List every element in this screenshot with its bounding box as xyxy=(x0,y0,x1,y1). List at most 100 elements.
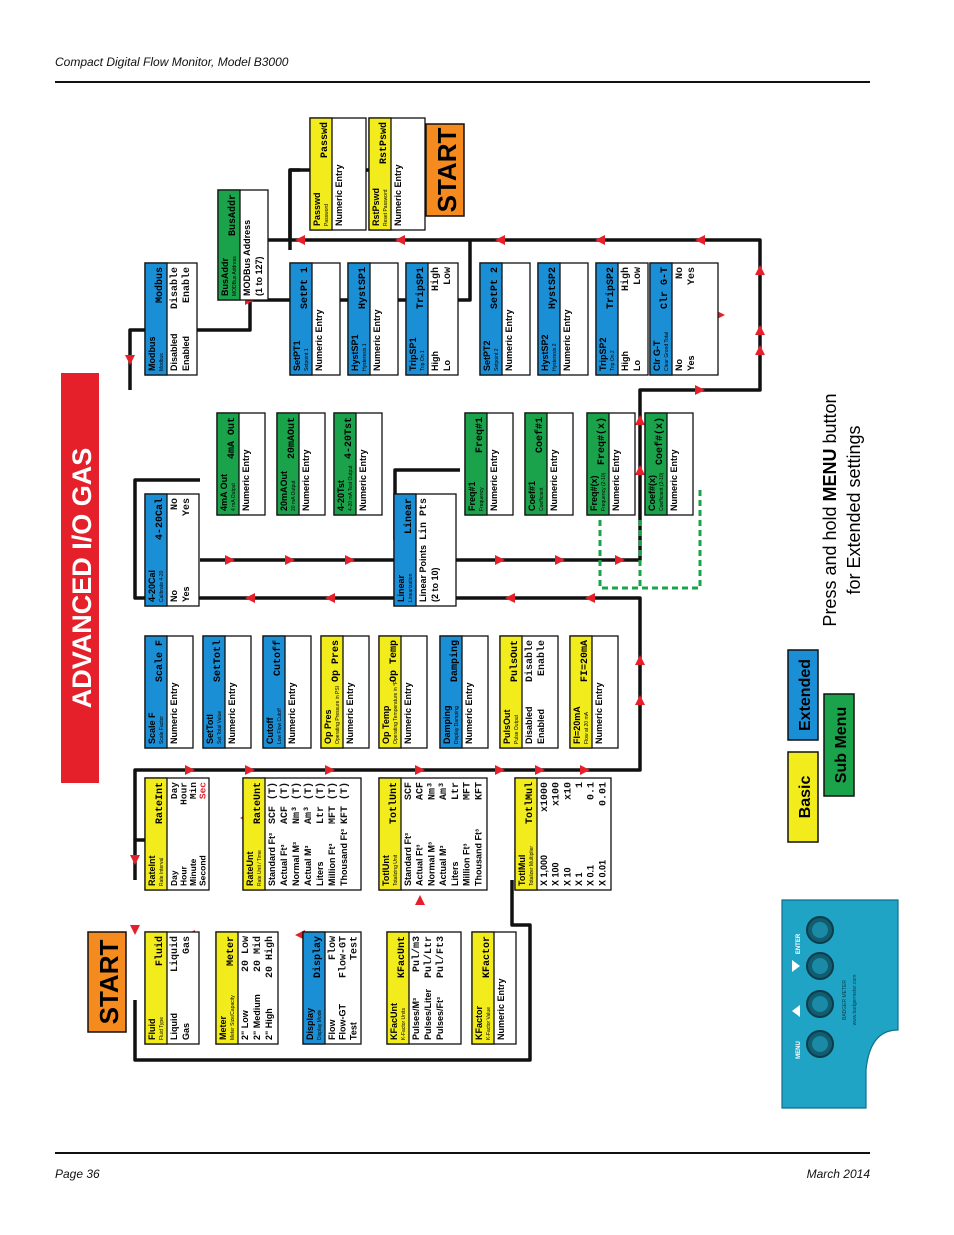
menu-node-header xyxy=(144,777,168,891)
menu-node-name: Scale F xyxy=(147,712,157,744)
menu-lcd-option: No xyxy=(170,498,181,510)
menu-node-name: Clr G-T xyxy=(652,340,662,371)
keypad-url: www.badgermeter.com xyxy=(852,975,858,1026)
menu-node-lcd-name: 4mA Out xyxy=(227,417,238,459)
menu-option: Disabled xyxy=(524,706,534,744)
menu-lcd-option: Enable xyxy=(181,267,193,303)
menu-node-lcd-name: Freq#1 xyxy=(475,417,486,453)
flow-arrow-23 xyxy=(635,465,645,475)
menu-option: Numeric Entry xyxy=(227,682,237,744)
menu-node-subtitle: 20 mA Output xyxy=(291,480,297,511)
menu-option: 2" High xyxy=(264,1008,274,1040)
menu-node-lcd-name: TotlMul xyxy=(524,782,536,824)
menu-lcd-option: Lin Pts xyxy=(418,498,430,540)
menu-node-lcd-name: Coef#1 xyxy=(534,417,546,453)
flow-arrow-32 xyxy=(295,235,305,245)
menu-node-name: 20mAOut xyxy=(279,471,289,511)
menu-lcd-option: High xyxy=(430,267,442,291)
menu-option: Standard Ft³ xyxy=(267,833,277,886)
keypad-enter-label: ENTER xyxy=(796,933,802,954)
menu-node-name: RateUnt xyxy=(245,851,255,886)
menu-option: Numeric Entry xyxy=(301,449,311,511)
menu-lcd-option: Disable xyxy=(524,640,536,682)
menu-option: Numeric Entry xyxy=(393,164,403,226)
menu-option: X 1,000 xyxy=(539,855,549,886)
connector-line-0 xyxy=(133,880,532,1062)
menu-node-header xyxy=(276,412,300,516)
flow-arrow-11 xyxy=(505,593,515,603)
menu-node-subtitle: Display Damping xyxy=(454,706,460,744)
menu-node-lcd-name: HystSP1 xyxy=(358,267,369,309)
title-banner: ADVANCED I/O GAS xyxy=(61,373,99,783)
menu-node-header xyxy=(386,931,410,1045)
menu-lcd-option: MFT (T) xyxy=(327,782,339,824)
menu-node-subtitle: 4-20 mA Test Output xyxy=(348,465,354,511)
legend-basic-label: Basic xyxy=(797,776,814,819)
menu-node-name: Cutoff xyxy=(265,717,275,744)
flow-arrow-9 xyxy=(635,655,645,665)
flow-arrow-29 xyxy=(595,235,605,245)
menu-node-lcd-name: TripSP2 xyxy=(605,267,617,309)
menu-node-lcd-name: Modbus xyxy=(154,267,166,303)
flow-arrow-7 xyxy=(580,765,590,775)
flow-arrow-16 xyxy=(225,555,235,565)
menu-node-subtitle: Totalizer Multiplier xyxy=(529,846,535,886)
menu-lcd-option: Min xyxy=(188,782,199,799)
flow-arrow-26 xyxy=(755,325,765,335)
menu-node-header xyxy=(144,262,168,376)
menu-node-header xyxy=(289,262,313,376)
menu-option: Disabled xyxy=(169,333,179,371)
menu-lcd-option: Pul/m3 xyxy=(411,936,423,972)
menu-node-header xyxy=(405,262,429,376)
title-banner-bg xyxy=(61,373,99,783)
menu-lcd-option: Pul/Ltr xyxy=(423,936,435,978)
menu-node-subtitle: Setpoint 1 xyxy=(304,348,310,371)
menu-node-subtitle: Frequency xyxy=(479,487,485,511)
menu-lcd-option: SCF (T) xyxy=(267,782,279,824)
flow-arrow-1 xyxy=(130,855,140,865)
menu-node-header xyxy=(514,777,538,891)
menu-option: Liters xyxy=(450,861,460,886)
menu-lcd-option: Am³ xyxy=(439,782,450,800)
flow-arrow-0 xyxy=(130,925,140,935)
menu-node-header xyxy=(569,635,593,749)
menu-lcd-option: Nm³ xyxy=(427,782,438,800)
menu-node-header xyxy=(309,117,333,231)
menu-node-header xyxy=(302,931,326,1045)
legend-extended-label: Extended xyxy=(797,659,814,731)
menu-node-subtitle: Low Flow Cutoff xyxy=(277,708,283,744)
menu-option: Standard Ft³ xyxy=(403,833,413,886)
flow-arrow-20 xyxy=(495,555,505,565)
menu-node-subtitle: Frequency (2-10) xyxy=(601,472,607,511)
flow-arrow-6 xyxy=(495,765,505,775)
menu-option: Flow-GT xyxy=(338,1004,348,1040)
menu-option: Actual Ft³ xyxy=(279,844,289,886)
right-arrow-icon xyxy=(792,960,800,972)
menu-node-header xyxy=(144,635,168,749)
menu-option: 2" Medium xyxy=(252,994,262,1040)
menu-option: Numeric Entry xyxy=(504,309,514,371)
menu-node-name: Meter xyxy=(218,1015,228,1040)
menu-node-name: 4mA Out xyxy=(219,474,229,511)
title-banner-text: ADVANCED I/O GAS xyxy=(67,448,97,709)
menu-node-header xyxy=(215,931,239,1045)
menu-node-subtitle: Coefficient xyxy=(539,487,545,511)
menu-node-header xyxy=(464,412,488,516)
menu-node-header xyxy=(216,412,240,516)
menu-lcd-option: Enable xyxy=(536,640,548,676)
menu-lcd-option: Sec xyxy=(198,782,209,799)
menu-node-name: KFactor xyxy=(474,1005,484,1040)
menu-node-header xyxy=(144,931,168,1045)
menu-node-header xyxy=(537,262,561,376)
menu-lcd-option: Nm³ (T) xyxy=(291,782,303,824)
menu-lcd-option: KFT xyxy=(474,782,485,800)
